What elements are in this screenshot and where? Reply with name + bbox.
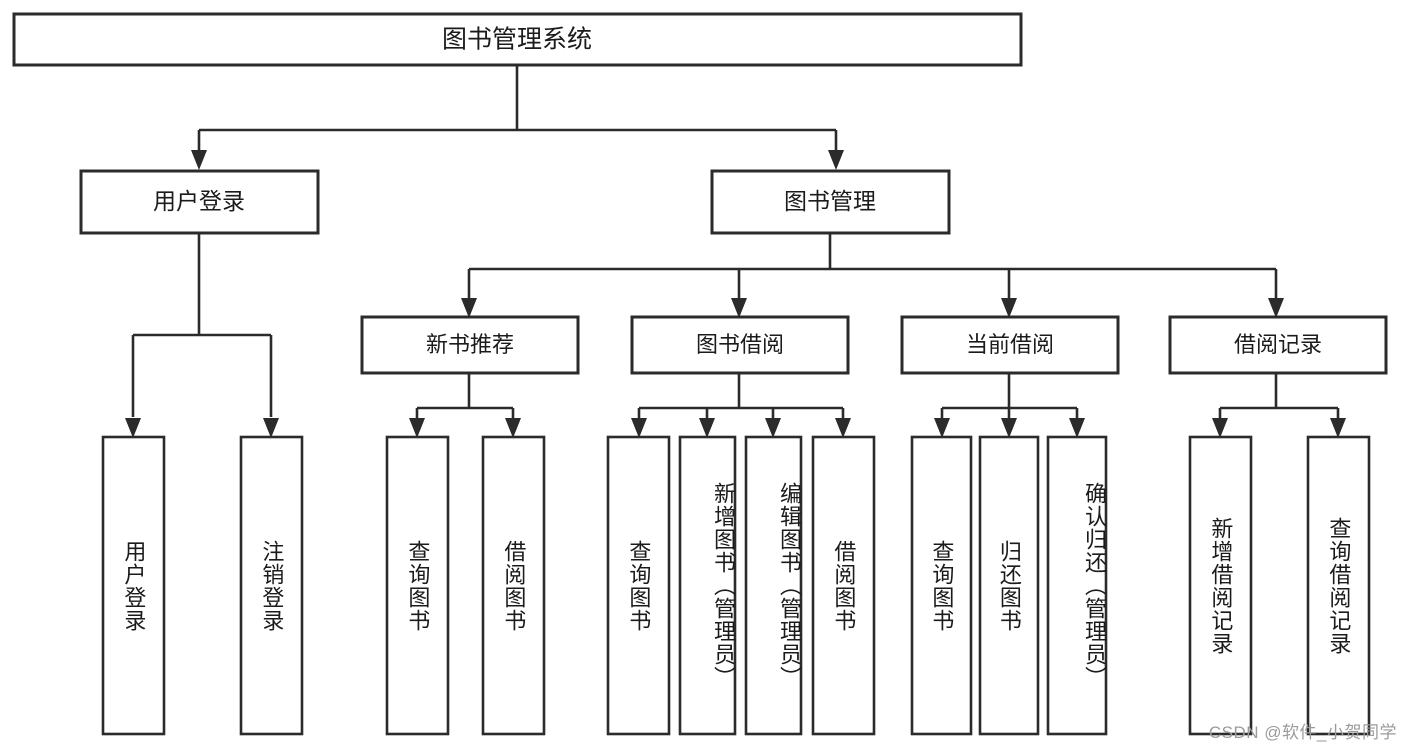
node-new-book-recommend[interactable]: 新书推荐 — [360, 315, 580, 375]
connector-root-to-level1 — [191, 66, 844, 170]
node-book-manage-label: 图书管理 — [784, 188, 876, 214]
watermark-text: CSDN @软件_小贺同学 — [1208, 723, 1397, 742]
leaf-add-record-box[interactable] — [1188, 435, 1253, 736]
leaf-borrow-book-1-box[interactable] — [481, 435, 546, 736]
node-borrow-record[interactable]: 借阅记录 — [1168, 315, 1388, 375]
leaf-return-book-box[interactable] — [978, 435, 1040, 736]
node-root[interactable]: 图书管理系统 — [12, 12, 1023, 67]
node-book-borrow-box[interactable] — [630, 315, 850, 375]
leaf-boxes — [101, 435, 1371, 736]
connector-userlogin-to-leaves — [125, 234, 279, 438]
node-current-borrow-label: 当前借阅 — [966, 332, 1054, 357]
node-book-manage-box[interactable] — [710, 169, 951, 235]
node-borrow-record-box[interactable] — [1168, 315, 1388, 375]
node-user-login-box[interactable] — [79, 169, 320, 235]
connector-currentborrow-to-leaves — [934, 374, 1085, 438]
connector-bookborrow-to-leaves — [631, 374, 851, 438]
leaf-query-book-2-box[interactable] — [606, 435, 671, 736]
node-root-label: 图书管理系统 — [442, 26, 592, 54]
leaf-query-record-box[interactable] — [1306, 435, 1371, 736]
leaf-query-book-3-box[interactable] — [910, 435, 973, 736]
leaf-edit-book-box[interactable] — [744, 435, 803, 736]
leaf-user-logout-box[interactable] — [239, 435, 304, 736]
connector-bookmanage-to-level2 — [461, 234, 1284, 318]
node-book-borrow-label: 图书借阅 — [696, 332, 784, 357]
leaf-borrow-book-2-box[interactable] — [811, 435, 876, 736]
connector-borrowrecord-to-leaves — [1212, 374, 1346, 438]
node-root-box[interactable] — [12, 12, 1023, 67]
node-user-login[interactable]: 用户登录 — [79, 169, 320, 235]
node-book-manage[interactable]: 图书管理 — [710, 169, 951, 235]
node-new-book-recommend-label: 新书推荐 — [426, 332, 514, 357]
node-current-borrow-box[interactable] — [900, 315, 1120, 375]
connector-newbook-to-leaves — [409, 374, 521, 438]
node-book-borrow[interactable]: 图书借阅 — [630, 315, 850, 375]
node-user-login-label: 用户登录 — [153, 188, 245, 214]
leaf-user-login-box[interactable] — [101, 435, 166, 736]
leaf-add-book-box[interactable] — [678, 435, 737, 736]
leaf-query-book-1-box[interactable] — [385, 435, 450, 736]
node-new-book-recommend-box[interactable] — [360, 315, 580, 375]
leaf-confirm-return-box[interactable] — [1046, 435, 1108, 736]
node-borrow-record-label: 借阅记录 — [1234, 332, 1322, 357]
node-current-borrow[interactable]: 当前借阅 — [900, 315, 1120, 375]
